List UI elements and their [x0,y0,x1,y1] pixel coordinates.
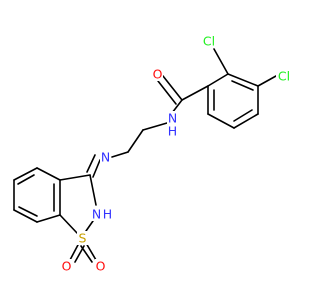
atom-o-sulfonyl-left: O [61,259,72,274]
atom-o-sulfonyl-right: O [95,259,106,274]
bond-s-o-right-1 [85,242,97,261]
bond-c-o-double-2 [157,80,177,105]
bond-ch2-n-imine [111,151,129,158]
atom-n-amide-label: N [168,111,177,126]
atom-nh-ring: N H [91,207,113,222]
bond-ring-a-4 [233,113,259,129]
bond-benz-5 [13,209,38,223]
atom-cl-para-label: Cl [278,69,290,84]
bond-nh-s [85,220,94,232]
atom-cl-ortho-label: Cl [203,34,215,49]
atom-o-sulfonyl-left-label: O [62,259,72,274]
bond-benz-inner-2 [17,174,35,185]
atom-cl-ortho: Cl [201,34,217,49]
bond-benz-2 [36,167,61,181]
atom-s-ring-label: S [79,231,87,246]
bond-benz-inner-3 [18,206,38,217]
bond-c-o-double-1 [162,75,183,101]
bond-n-c-double-2 [86,154,96,173]
bond-c3-nh [89,174,97,206]
bond-benz-6 [36,214,61,223]
atom-s-ring: S [77,231,88,246]
atom-o-carbonyl: O [152,67,163,82]
atom-n-imine: N [100,150,111,165]
bond-ring-a-2 [227,73,259,87]
bond-ch2-ch2 [127,129,144,153]
bond-n-c-double-1 [92,159,101,178]
bond-c-n-amide [171,99,183,114]
atom-labels: Cl Cl O N H N N H S O [61,34,292,274]
atom-h-amide-label: H [168,124,177,139]
bond-ring-a-inner-2 [233,109,253,122]
bond-c-cl-ortho [213,48,229,75]
atom-o-sulfonyl-right-label: O [96,259,106,274]
bond-ring-a-5 [207,113,235,129]
bond-s-o-right-2 [80,245,93,263]
molecule-structure: Cl Cl O N H N N H S O [13,34,292,274]
bond-c-cl-para [257,75,277,87]
bond-ring-a-inner-1 [231,80,254,91]
atom-cl-para: Cl [276,69,292,84]
bonds [13,48,277,263]
atom-n-amide: N H [167,111,178,139]
atom-n-imine-label: N [101,150,110,165]
atom-o-carbonyl-label: O [153,67,163,82]
bond-c3-c3a [59,174,91,181]
atom-n-ring-label: N [92,207,101,222]
bond-s-o-left-1 [69,242,80,261]
atom-h-ring-label: H [103,207,112,222]
bond-n-ch2 [142,122,168,131]
bond-benz-3 [13,167,38,181]
bond-c7a-s [59,214,78,234]
bond-c-carbonyl-ring [181,85,209,101]
bond-ring-a-1 [207,73,229,87]
